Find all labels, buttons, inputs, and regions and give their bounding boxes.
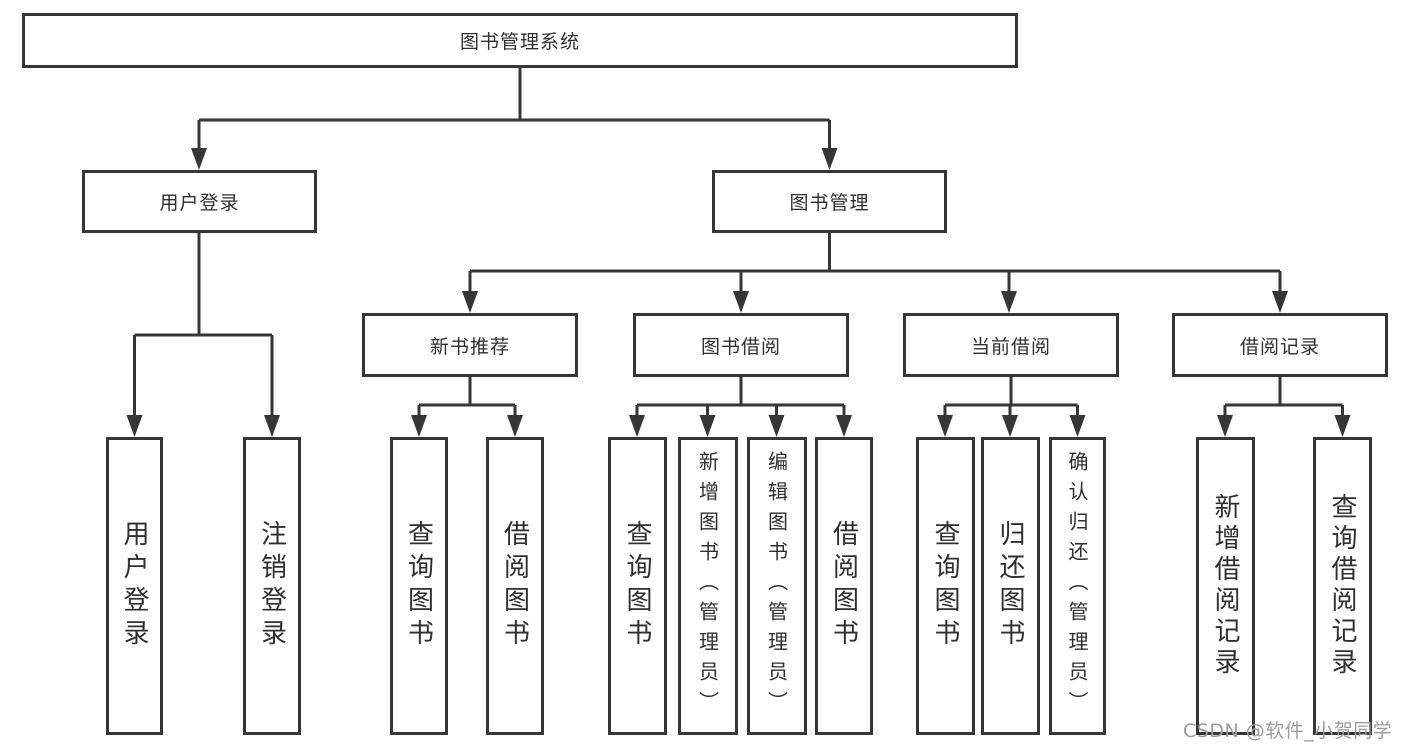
node-label: 查询图书 [930,520,960,652]
leaf-query-borrow-record: 查询借阅记录 [1313,437,1372,735]
node-label: 借阅图书 [499,520,530,652]
leaf-edit-books-admin: 编辑图书（管理员） [747,437,807,735]
node-label: 查询图书 [403,520,434,652]
node-label: 新增借阅记录 [1210,493,1240,679]
connector-current-borrow-to-leaves [937,377,1086,437]
leaf-user-login: 用户登录 [106,437,163,735]
node-label: 注销登录 [256,520,287,652]
leaf-query-books-borrow: 查询图书 [608,437,667,735]
node-label: 新增图书（管理员） [695,451,720,721]
node-label: 新书推荐 [429,335,510,358]
connector-book-borrow-to-leaves [629,377,852,437]
leaf-return-books: 归还图书 [981,437,1040,735]
node-label: 当前借阅 [970,335,1051,358]
node-label: 查询图书 [622,520,652,652]
node-label: 图书管理 [789,192,870,214]
node-new-book-recommend: 新书推荐 [362,313,578,377]
node-label: 归还图书 [995,520,1025,652]
node-book-management: 图书管理 [712,170,947,233]
connector-borrow-records-to-leaves [1217,377,1351,437]
connector-new-book-recommend-to-leaves [411,377,523,437]
node-label: 图书借阅 [700,335,781,358]
connector-user-login-to-leaves [126,233,280,437]
leaf-query-books-recommend: 查询图书 [390,437,448,735]
leaf-logout: 注销登录 [243,437,301,735]
node-label: 用户登录 [159,192,240,214]
connector-root-to-level2 [191,68,838,170]
node-user-login: 用户登录 [82,170,317,233]
node-label: 借阅记录 [1239,335,1320,358]
node-label: 查询借阅记录 [1327,493,1357,679]
node-label: 确认归还（管理员） [1065,451,1089,721]
connector-book-management-to-level3 [462,233,1288,313]
node-label: 编辑图书（管理员） [764,451,789,721]
node-borrow-records: 借阅记录 [1172,313,1388,377]
leaf-borrow-books-recommend: 借阅图书 [486,437,544,735]
node-root-library-system: 图书管理系统 [22,13,1018,68]
node-label: 借阅图书 [828,520,859,652]
leaf-confirm-return-admin: 确认归还（管理员） [1049,437,1106,735]
node-book-borrow: 图书借阅 [633,313,849,377]
leaf-add-books-admin: 新增图书（管理员） [678,437,738,735]
leaf-query-books-current: 查询图书 [916,437,975,735]
node-label: 用户登录 [119,520,149,652]
node-label: 图书管理系统 [459,31,580,53]
csdn-watermark: CSDN @软件_小贺同学 [1183,720,1393,742]
leaf-borrow-books: 借阅图书 [815,437,873,735]
leaf-add-borrow-record: 新增借阅记录 [1196,437,1255,735]
node-current-borrow: 当前借阅 [903,313,1119,377]
